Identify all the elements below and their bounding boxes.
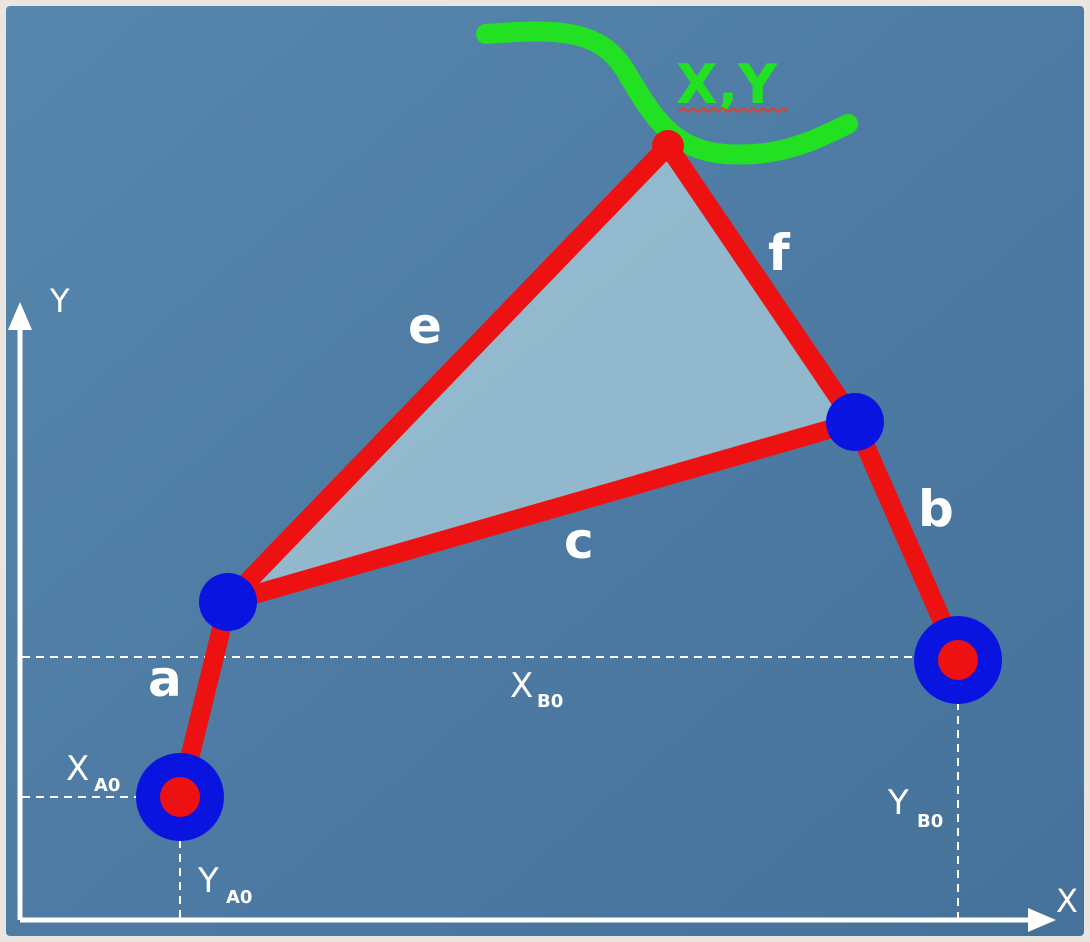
link-c [218,412,865,612]
joint-right [826,393,884,451]
link-label-a: a [148,650,182,708]
end-effector-label: X,Y [676,53,778,116]
dim-label-ya0: Y A0 [197,861,252,908]
base-joint-a0 [136,753,224,841]
end-effector-point [652,130,684,162]
x-axis-arrow [1028,908,1056,932]
link-label-e: e [408,297,442,355]
link-e [218,136,678,612]
svg-text:Y: Y [197,861,219,901]
reference-lines [22,656,959,918]
link-b [845,412,968,667]
joint-left [199,573,257,631]
y-axis-label: Y [49,282,70,320]
dim-label-xb0: X B0 [510,666,563,712]
svg-text:X: X [66,749,89,789]
svg-text:A0: A0 [226,887,252,908]
y-axis-arrow [8,302,32,330]
svg-text:B0: B0 [537,691,563,712]
end-effector-path [476,21,858,165]
link-label-f: f [768,224,791,282]
svg-text:X: X [510,666,533,706]
base-joint-b0 [914,616,1002,704]
link-label-c: c [564,512,594,570]
dim-label-xa0: X A0 [66,749,120,796]
x-axis-label: X [1056,882,1078,920]
end-effector-label-underline [677,106,789,114]
svg-text:A0: A0 [94,775,120,796]
svg-text:Y: Y [887,783,909,823]
dim-label-yb0: Y B0 [887,783,943,832]
svg-text:B0: B0 [917,811,943,832]
link-f [658,136,865,432]
moving-platform [228,146,855,602]
link-label-b: b [918,480,954,538]
